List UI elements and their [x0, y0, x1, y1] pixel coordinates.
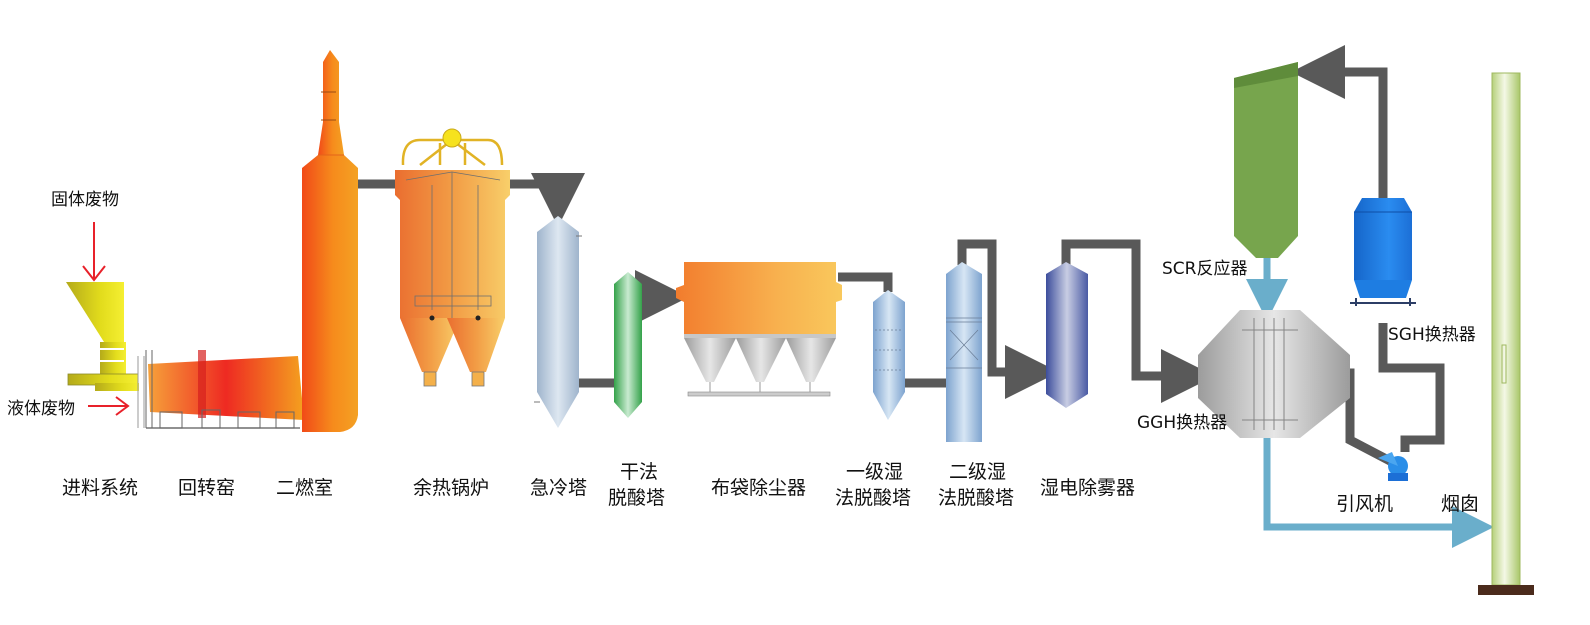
- label-liquid-waste: 液体废物: [7, 399, 75, 419]
- label-wet2-line2: 法脱酸塔: [938, 487, 1014, 509]
- wet-deacid-tower-1: [873, 290, 905, 420]
- duct-wet2-to-wesp: [957, 239, 1059, 399]
- wesp-body: [1046, 262, 1088, 408]
- label-ggh: GGH换热器: [1137, 413, 1227, 433]
- label-scr: SCR反应器: [1162, 259, 1247, 279]
- ggh-heat-exchanger: [1198, 310, 1350, 438]
- label-solid-waste: 固体废物: [51, 190, 119, 210]
- duct-wesp-to-ggh: [1061, 239, 1215, 403]
- quench-tower: [534, 216, 582, 428]
- dry-deacid-tower: [614, 272, 642, 418]
- kiln-body: [148, 356, 304, 420]
- wet-deacid-tower-2: [946, 262, 982, 442]
- dry-tower-body: [614, 272, 642, 418]
- label-secondary-chamber: 二燃室: [276, 477, 333, 499]
- baghouse-filter: [676, 262, 842, 397]
- label-dry-deacid-line1: 干法: [620, 461, 658, 483]
- label-chimney: 烟囱: [1441, 493, 1479, 515]
- input-arrows: [82, 222, 130, 416]
- wet-esp: [1046, 262, 1088, 408]
- duct-fan-to-sgh: [1378, 323, 1445, 452]
- wet2-body: [946, 262, 982, 442]
- flue-gas-ducts: [355, 45, 1445, 466]
- label-feed-system: 进料系统: [62, 477, 138, 499]
- duct-boiler-to-quench: [510, 173, 585, 227]
- label-rotary-kiln: 回转窑: [178, 477, 235, 499]
- chimney-base: [1478, 585, 1534, 595]
- duct-sgh-to-scr: [1291, 45, 1388, 198]
- secondary-chamber: [302, 50, 358, 432]
- wet1-body: [873, 290, 905, 420]
- secondary-body: [302, 155, 358, 432]
- quench-body: [537, 216, 579, 428]
- label-wet2-line1: 二级湿: [949, 461, 1006, 483]
- scr-reactor: [1234, 62, 1298, 258]
- boiler-body: [395, 170, 510, 318]
- label-quench-tower: 急冷塔: [530, 477, 587, 499]
- chimney: [1478, 72, 1534, 595]
- induced-draft-fan: [1378, 452, 1408, 481]
- chimney-body: [1491, 72, 1521, 586]
- label-baghouse: 布袋除尘器: [711, 477, 806, 499]
- label-wet1-line2: 法脱酸塔: [835, 487, 911, 509]
- label-waste-heat-boiler: 余热锅炉: [413, 477, 489, 499]
- boiler-drum: [442, 128, 462, 148]
- sgh-body: [1354, 198, 1412, 280]
- baghouse-top: [676, 262, 842, 334]
- sgh-heat-exchanger: [1350, 198, 1416, 306]
- scr-body: [1234, 62, 1298, 258]
- clean-gas-ducts: [1246, 258, 1494, 548]
- feed-hopper: [66, 282, 124, 342]
- feed-system: [66, 282, 145, 428]
- duct-ggh-to-chimney: [1263, 437, 1494, 548]
- waste-heat-boiler: [395, 128, 510, 387]
- label-dry-deacid-line2: 脱酸塔: [608, 487, 665, 509]
- label-fan: 引风机: [1336, 493, 1393, 515]
- label-sgh: SGH换热器: [1388, 325, 1476, 345]
- labels: 固体废物 液体废物 进料系统 回转窑 二燃室 余热锅炉 急冷塔 干法 脱酸塔 布…: [7, 190, 1479, 515]
- label-wet1-line1: 一级湿: [846, 461, 903, 483]
- duct-baghouse-to-wet1: [838, 272, 893, 292]
- secondary-stack-top: [318, 50, 344, 155]
- label-wesp: 湿电除雾器: [1040, 477, 1135, 499]
- rotary-kiln: [145, 350, 304, 429]
